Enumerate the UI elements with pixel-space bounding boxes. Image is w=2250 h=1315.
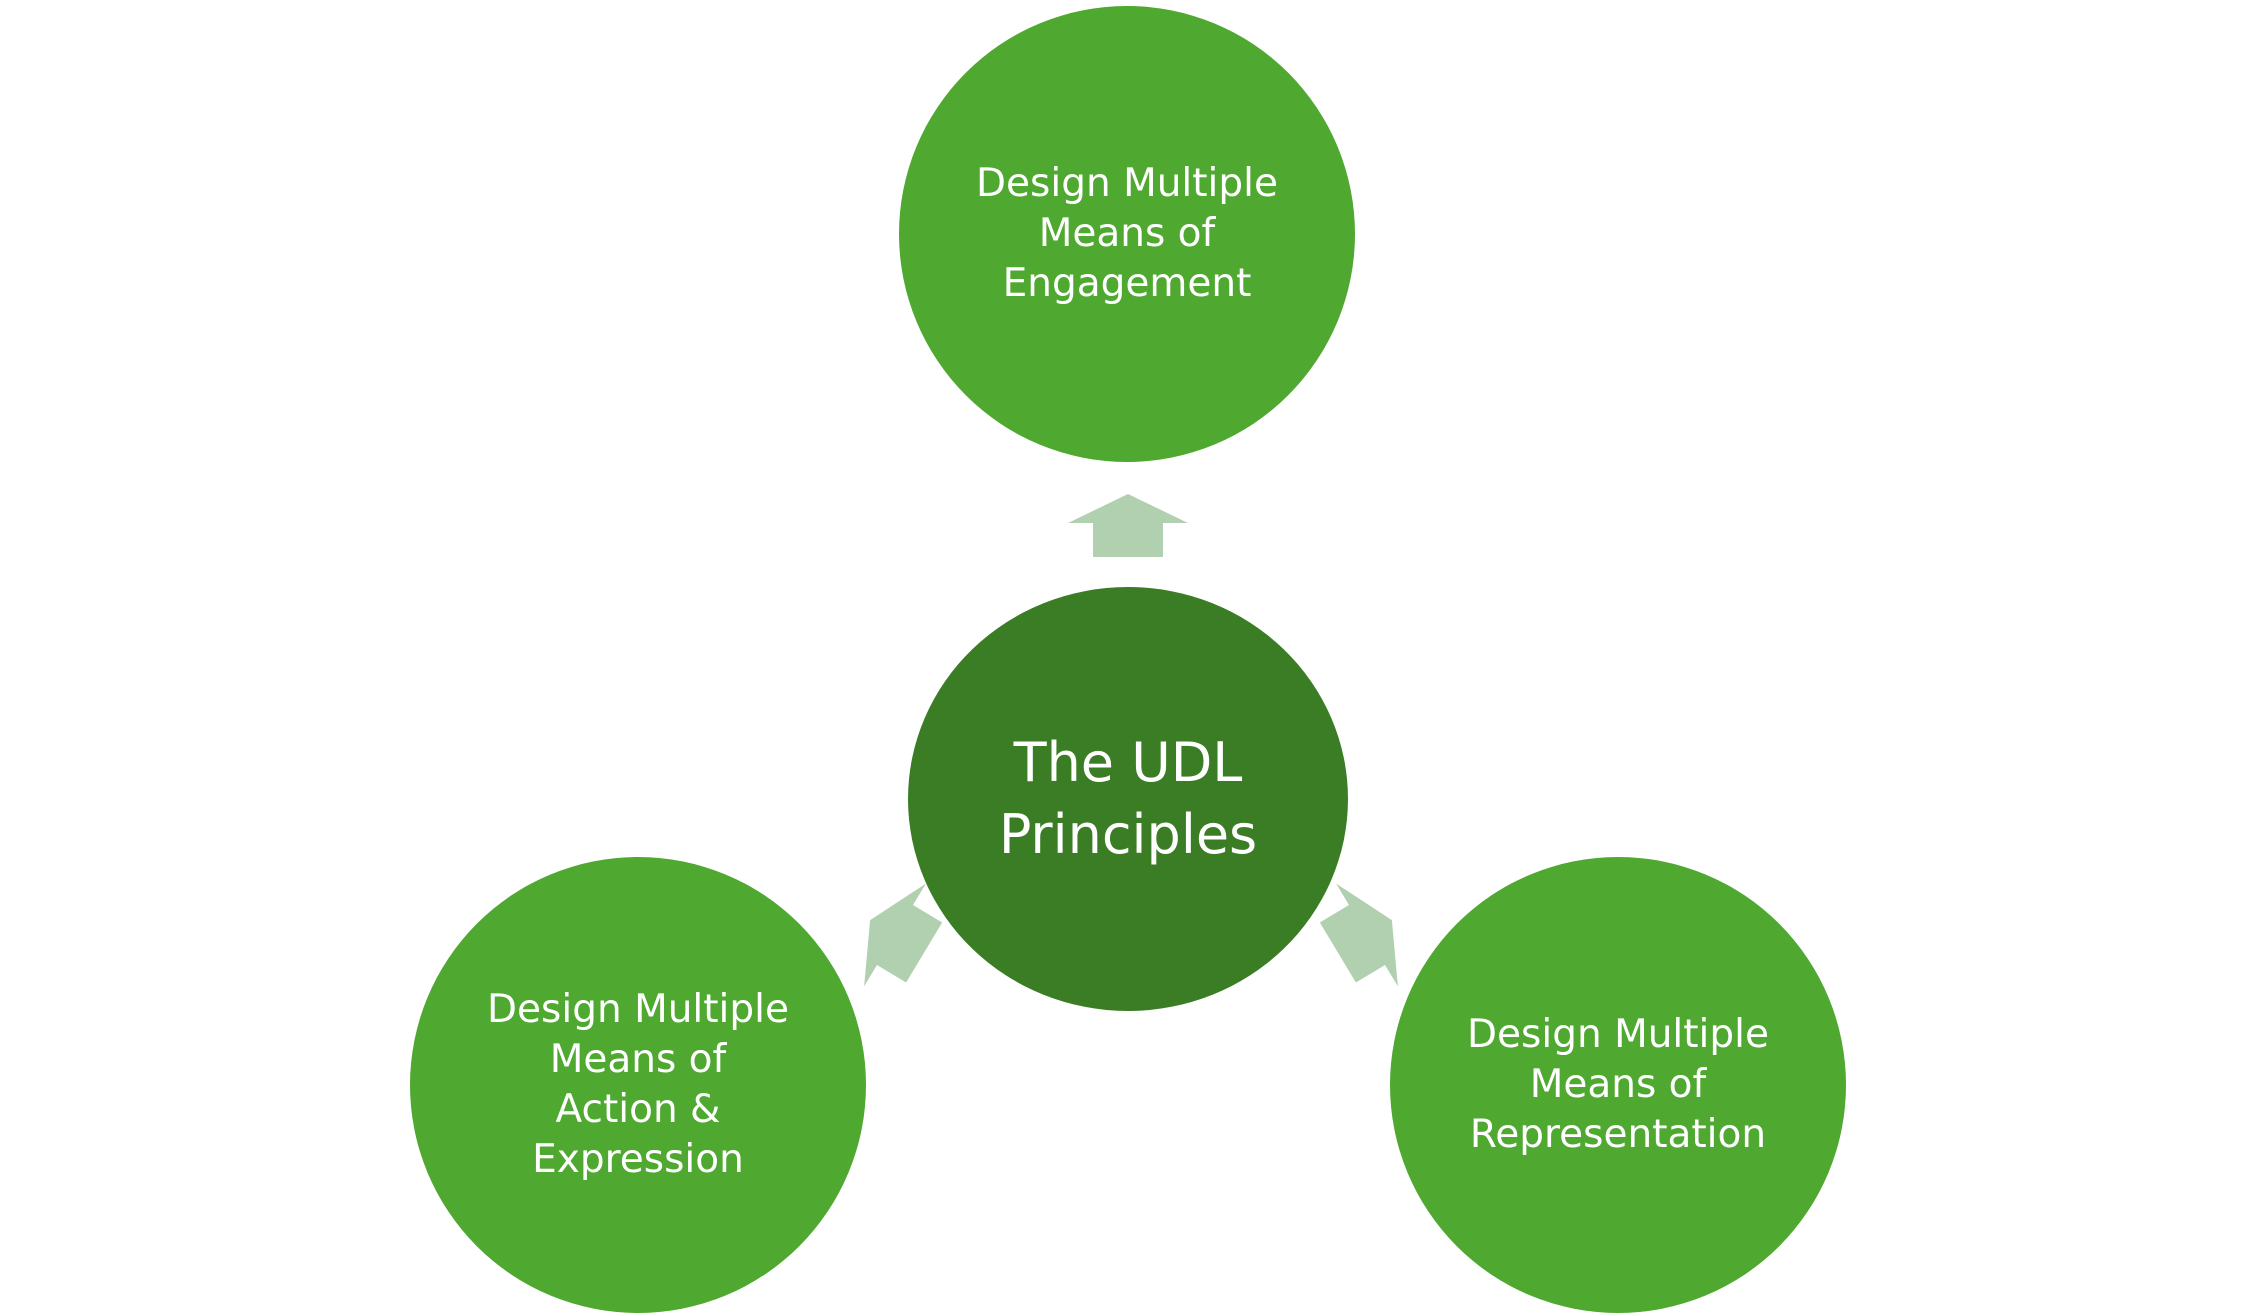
arrow-to-representation xyxy=(1319,883,1398,987)
engagement-label-line-2: Means of xyxy=(1038,211,1216,256)
center-label-line-1: The UDL xyxy=(1013,731,1243,794)
engagement-circle: Design Multiple Means of Engagement xyxy=(899,6,1355,462)
arrow-to-action-expression xyxy=(864,883,943,987)
action-label-line-2: Means of xyxy=(549,1037,727,1082)
engagement-label: Design Multiple Means of Engagement xyxy=(976,159,1278,309)
action-label-line-4: Expression xyxy=(532,1137,744,1182)
center-label-line-2: Principles xyxy=(998,803,1258,866)
representation-label-line-3: Representation xyxy=(1469,1112,1767,1157)
action-label-line-3: Action & xyxy=(555,1087,721,1132)
representation-label: Design Multiple Means of Representation xyxy=(1467,1010,1769,1160)
representation-label-line-1: Design Multiple xyxy=(1467,1012,1769,1057)
udl-principles-label: The UDL Principles xyxy=(999,727,1257,871)
action-expression-label: Design Multiple Means of Action & Expres… xyxy=(487,985,789,1185)
action-label-line-1: Design Multiple xyxy=(487,987,789,1032)
representation-circle: Design Multiple Means of Representation xyxy=(1390,857,1846,1313)
engagement-label-line-1: Design Multiple xyxy=(976,161,1278,206)
arrow-to-engagement xyxy=(1068,494,1188,557)
action-expression-circle: Design Multiple Means of Action & Expres… xyxy=(410,857,866,1313)
representation-label-line-2: Means of xyxy=(1529,1062,1707,1107)
engagement-label-line-3: Engagement xyxy=(1002,261,1252,306)
udl-principles-circle: The UDL Principles xyxy=(908,587,1348,1011)
